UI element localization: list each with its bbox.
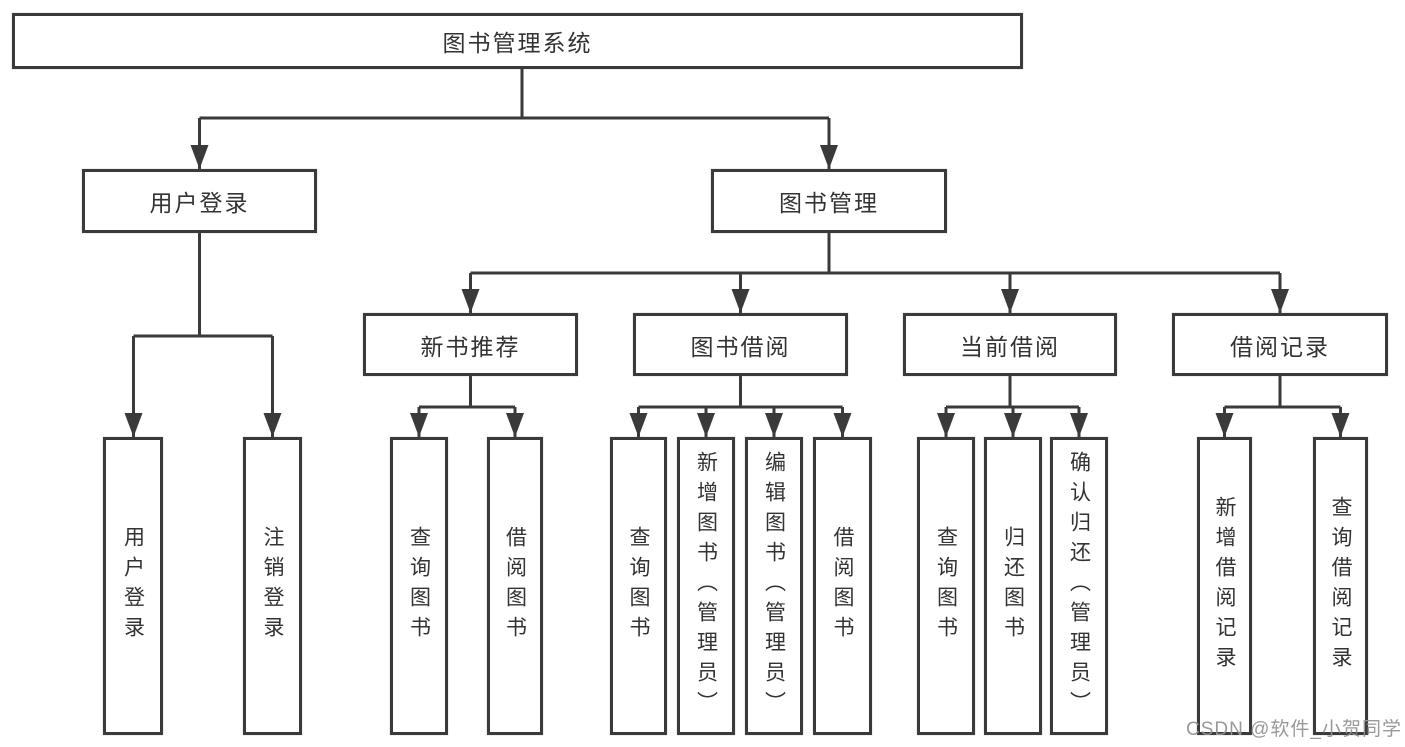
leaf-records-query-borrow-record: 查询借阅记录 (1313, 437, 1368, 735)
watermark: CSDN @软件_小贺同学 (1186, 719, 1402, 740)
leaf-borrowing-borrow-books: 借阅图书 (813, 437, 872, 735)
node-new-book-recommendation: 新书推荐 (363, 313, 578, 376)
node-user-login: 用户登录 (82, 169, 317, 233)
leaf-recommend-query-books: 查询图书 (390, 437, 448, 735)
leaf-user-login: 用户登录 (103, 437, 163, 735)
leaf-current-return-books: 归还图书 (984, 437, 1042, 735)
leaf-records-add-borrow-record: 新增借阅记录 (1197, 437, 1252, 735)
leaf-recommend-query-books-label: 查询图书 (407, 526, 431, 646)
leaf-recommend-borrow-books-label: 借阅图书 (503, 526, 527, 646)
leaf-current-confirm-return-admin-label: 确认归还（管理员） (1067, 451, 1091, 721)
leaf-borrowing-add-books-admin-label: 新增图书（管理员） (694, 451, 718, 721)
leaf-current-return-books-label: 归还图书 (1001, 526, 1025, 646)
leaf-current-confirm-return-admin: 确认归还（管理员） (1050, 437, 1108, 735)
leaf-borrowing-edit-books-admin: 编辑图书（管理员） (745, 437, 803, 735)
leaf-borrowing-borrow-books-label: 借阅图书 (831, 526, 854, 646)
leaf-borrowing-query-books: 查询图书 (610, 437, 667, 735)
leaf-records-add-borrow-record-label: 新增借阅记录 (1213, 496, 1236, 676)
node-book-borrowing: 图书借阅 (633, 313, 848, 376)
node-root-library-management-system: 图书管理系统 (12, 13, 1023, 69)
leaf-current-query-books-label: 查询图书 (934, 526, 958, 646)
leaf-logout: 注销登录 (243, 437, 302, 735)
leaf-borrowing-edit-books-admin-label: 编辑图书（管理员） (762, 451, 786, 721)
leaf-logout-label: 注销登录 (261, 526, 284, 646)
node-borrowing-records: 借阅记录 (1172, 313, 1388, 376)
tree-edges (132, 69, 1342, 437)
leaf-borrowing-add-books-admin: 新增图书（管理员） (677, 437, 735, 735)
node-current-borrowing: 当前借阅 (903, 313, 1117, 376)
leaf-current-query-books: 查询图书 (917, 437, 975, 735)
leaf-user-login-label: 用户登录 (121, 526, 145, 646)
leaf-recommend-borrow-books: 借阅图书 (487, 437, 543, 735)
leaf-borrowing-query-books-label: 查询图书 (627, 526, 650, 646)
node-book-management: 图书管理 (711, 169, 947, 233)
leaf-records-query-borrow-record-label: 查询借阅记录 (1329, 496, 1352, 676)
